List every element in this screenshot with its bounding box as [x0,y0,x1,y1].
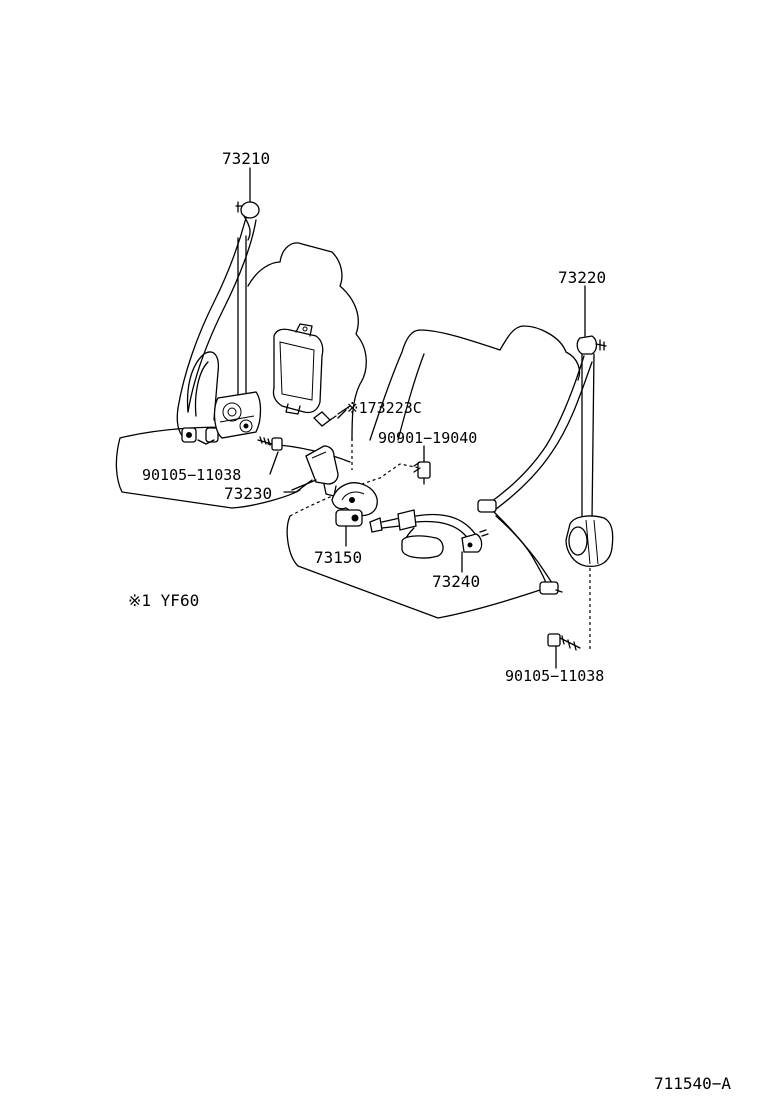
label-90105-11038-left: 90105−11038 [142,466,242,484]
wire-harness [369,509,489,559]
label-90105-11038-right: 90105−11038 [505,667,605,685]
right-seat-back-inner [397,353,425,441]
left-seat-back [247,242,367,441]
right-belt-assembly [477,335,614,651]
right-seat-cushion [286,515,541,619]
label-73150: 73150 [314,548,363,567]
buckle [291,445,339,497]
applicability-note: ※1 YF60 [128,591,200,610]
leader-lines [249,167,586,669]
diagram-id: 711540−A [654,1074,732,1093]
label-73230: 73230 [224,484,273,503]
left-belt-assembly [176,201,283,451]
label-90901-19040: 90901−19040 [378,429,478,447]
sensor-module [272,323,351,427]
cushion-dashed-edge [289,463,421,517]
label-173223c: ※173223C [346,399,422,417]
right-seat-back [369,325,581,441]
label-73240: 73240 [432,572,481,591]
label-73210: 73210 [222,149,271,168]
label-73220: 73220 [558,268,607,287]
part-73150 [331,482,378,527]
bolt-90901 [413,461,431,485]
